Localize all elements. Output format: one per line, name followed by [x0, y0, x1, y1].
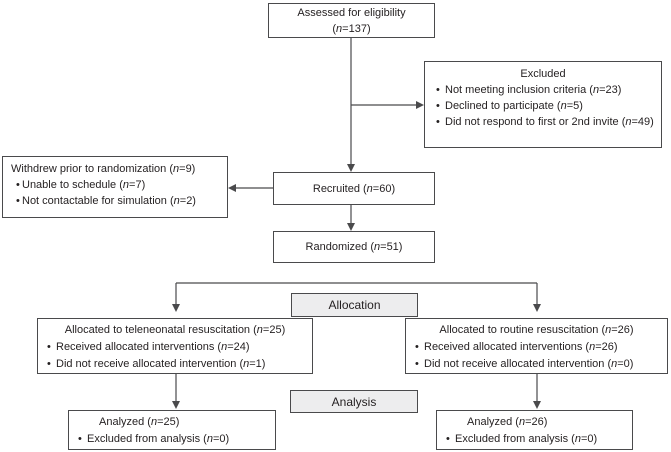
recruited-label: Recruited (n=60) [312, 182, 396, 195]
arrowhead-recruited [347, 164, 355, 172]
alloc-routine-bullet: Did not receive allocated intervention (… [410, 356, 663, 373]
analyzed-tele-title: Analyzed (n=25) [99, 416, 180, 428]
alloc-tele-title: Allocated to teleneonatal resuscitation … [64, 324, 286, 336]
withdrew-box: Withdrew prior to randomization (n=9) Un… [2, 156, 228, 218]
arrowhead-alloc-routine [533, 304, 541, 312]
alloc-teleneonatal-box: Allocated to teleneonatal resuscitation … [37, 318, 313, 374]
arrowhead-randomized [347, 223, 355, 231]
arrowhead-analyzed-routine [533, 401, 541, 409]
withdrew-bullet: Not contactable for simulation (n=2) [11, 193, 223, 209]
analyzed-routine-title: Analyzed (n=26) [467, 416, 548, 428]
alloc-routine-bullet: Received allocated interventions (n=26) [410, 339, 663, 356]
withdrew-bullet: Unable to schedule (n=7) [11, 177, 223, 193]
analysis-stage-bar: Analysis [290, 390, 418, 413]
randomized-label: Randomized (n=51) [305, 241, 403, 253]
alloc-tele-bullet: Received allocated interventions (n=24) [42, 339, 308, 356]
arrowhead-excluded [416, 101, 424, 109]
assessed-line1: Assessed for eligibility [297, 6, 406, 19]
allocation-bar-label: Allocation [328, 298, 381, 312]
alloc-routine-box: Allocated to routine resuscitation (n=26… [405, 318, 668, 374]
arrowhead-withdrew [228, 184, 236, 192]
analyzed-tele-box: Analyzed (n=25) Excluded from analysis (… [68, 410, 276, 450]
analyzed-routine-box: Analyzed (n=26) Excluded from analysis (… [436, 410, 633, 450]
withdrew-title: Withdrew prior to randomization (n=9) [11, 163, 196, 175]
assessed-box: Assessed for eligibility (n=137) [268, 3, 435, 38]
assessed-line2: (n=137) [332, 22, 371, 35]
excluded-bullet: Did not respond to first or 2nd invite (… [431, 114, 655, 130]
excluded-box: Excluded Not meeting inclusion criteria … [424, 61, 662, 148]
alloc-routine-title: Allocated to routine resuscitation (n=26… [439, 324, 634, 336]
excluded-bullet: Declined to participate (n=5) [431, 98, 655, 114]
arrowhead-alloc-tele [172, 304, 180, 312]
analyzed-tele-bullet: Excluded from analysis (n=0) [73, 431, 271, 448]
recruited-box: Recruited (n=60) [273, 172, 435, 205]
excluded-bullet: Not meeting inclusion criteria (n=23) [431, 82, 655, 98]
analyzed-routine-bullet: Excluded from analysis (n=0) [441, 431, 628, 448]
analysis-bar-label: Analysis [331, 394, 377, 409]
excluded-title: Excluded [520, 68, 566, 80]
arrowhead-analyzed-tele [172, 401, 180, 409]
randomized-box: Randomized (n=51) [273, 231, 435, 263]
allocation-stage-bar: Allocation [291, 293, 418, 317]
alloc-tele-bullet: Did not receive allocated intervention (… [42, 356, 308, 373]
